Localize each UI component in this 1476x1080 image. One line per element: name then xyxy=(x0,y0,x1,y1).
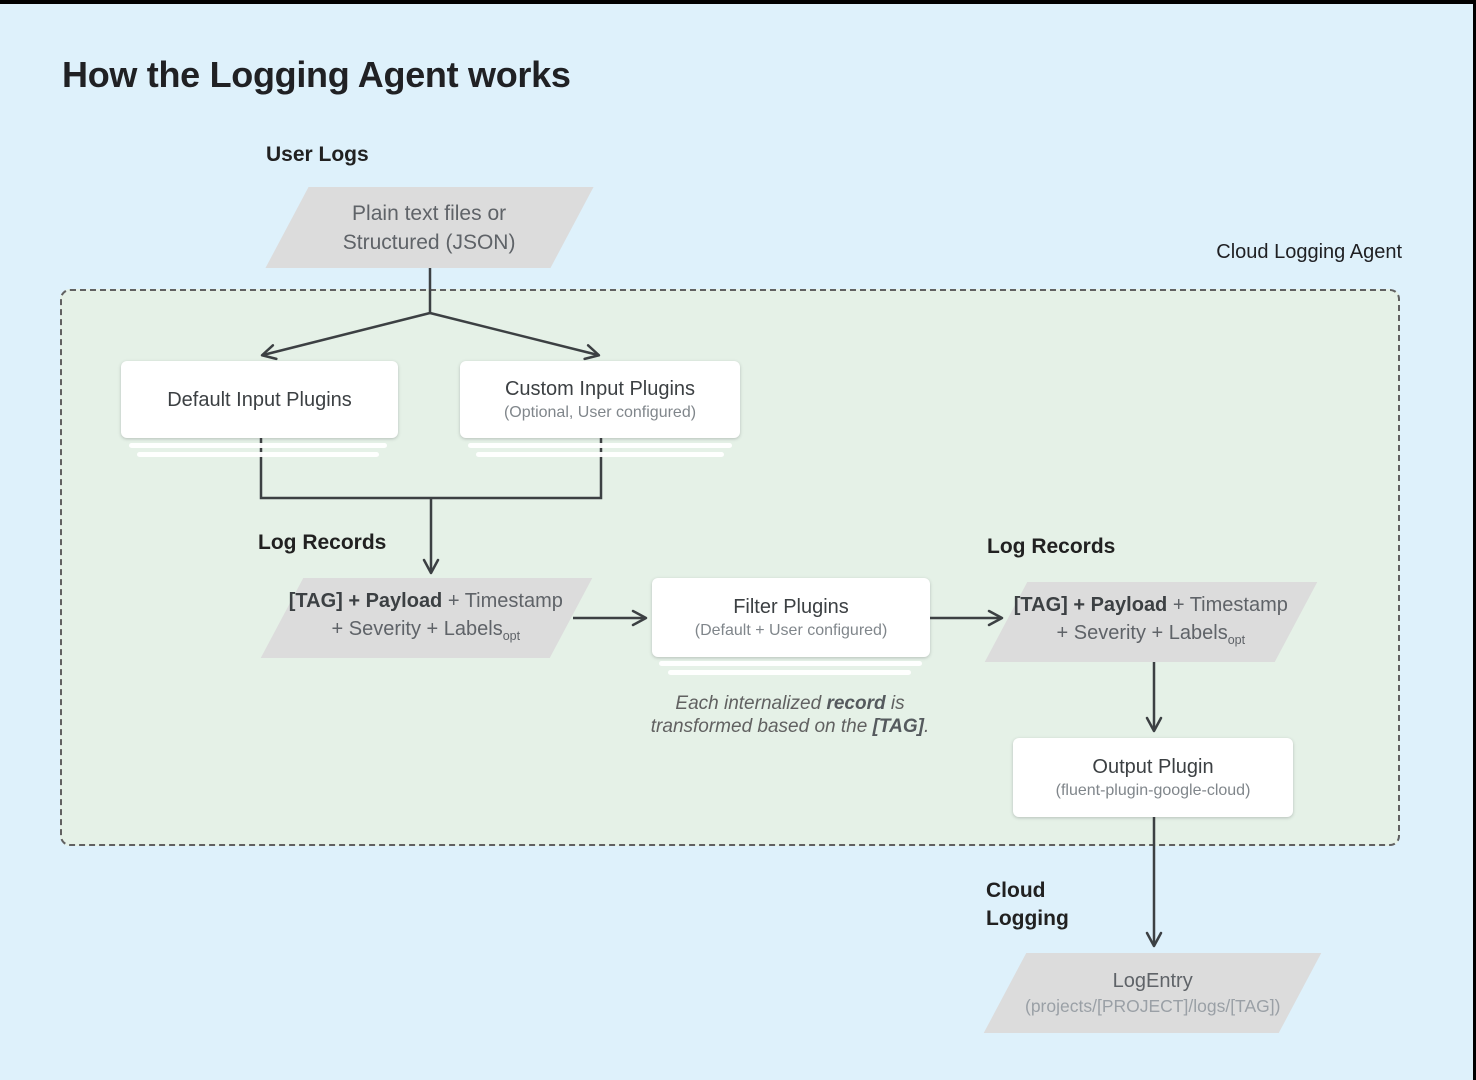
custom-input-subtitle: (Optional, User configured) xyxy=(503,403,697,421)
stack-line xyxy=(659,661,922,666)
shape-log-entry: LogEntry (projects/[PROJECT]/logs/[TAG]) xyxy=(983,953,1322,1033)
log-record-timestamp: + Timestamp xyxy=(442,589,564,612)
shape-user-logs-input: Plain text files or Structured (JSON) xyxy=(265,187,594,268)
node-default-input-plugins: Default Input Plugins xyxy=(121,361,398,438)
user-input-line2: Structured (JSON) xyxy=(343,230,516,254)
node-output-plugin: Output Plugin (fluent-plugin-google-clou… xyxy=(1013,738,1293,817)
filter-note-line2: transformed based on the [TAG]. xyxy=(615,715,965,738)
log-record-opt-subscript: opt xyxy=(1227,632,1246,647)
shape-log-record-left: [TAG] + Payload + Timestamp + Severity +… xyxy=(260,578,593,658)
note-text: Each internalized xyxy=(675,693,827,714)
label-cloud-logging-agent: Cloud Logging Agent xyxy=(1216,241,1402,263)
default-input-title: Default Input Plugins xyxy=(167,388,352,411)
cloud-logging-line1: Cloud xyxy=(986,879,1046,902)
shape-log-record-right: [TAG] + Payload + Timestamp + Severity +… xyxy=(984,582,1318,662)
log-record-tag-payload: [TAG] + Payload xyxy=(1013,593,1168,616)
filter-subtitle: (Default + User configured) xyxy=(694,621,888,639)
stack-line xyxy=(468,443,732,448)
note-text: . xyxy=(923,716,930,737)
note-bold-record: record xyxy=(826,693,886,714)
page-title: How the Logging Agent works xyxy=(62,54,571,95)
log-entry-title: LogEntry xyxy=(1112,970,1193,992)
screen-edge-top xyxy=(0,0,1476,4)
wire-to-default-input xyxy=(260,311,431,361)
filter-note: Each internalized record is transformed … xyxy=(615,692,965,738)
log-record-line2: + Severity + Labelsopt xyxy=(289,615,563,650)
log-record-tag-payload: [TAG] + Payload xyxy=(289,589,443,612)
stack-line xyxy=(476,452,724,457)
note-text: transformed based on the xyxy=(650,716,873,737)
wire-to-custom-input xyxy=(429,311,601,361)
note-bold-tag: [TAG] xyxy=(872,716,924,737)
stack-line xyxy=(137,452,379,457)
screen-edge-right xyxy=(1473,0,1476,1080)
label-user-logs: User Logs xyxy=(266,143,369,166)
custom-input-title: Custom Input Plugins xyxy=(504,377,696,400)
log-entry-subtitle: (projects/[PROJECT]/logs/[TAG]) xyxy=(1024,996,1281,1016)
log-record-severity: + Severity + Labels xyxy=(1056,621,1228,644)
log-record-line2: + Severity + Labelsopt xyxy=(1014,619,1288,654)
log-record-opt-subscript: opt xyxy=(503,628,521,643)
node-filter-plugins: Filter Plugins (Default + User configure… xyxy=(652,578,930,657)
stack-line xyxy=(129,443,387,448)
label-log-records-left: Log Records xyxy=(258,531,387,554)
stack-line xyxy=(668,670,911,675)
log-record-severity: + Severity + Labels xyxy=(332,617,504,640)
label-cloud-logging: Cloud Logging xyxy=(986,877,1069,933)
log-record-line1: [TAG] + Payload + Timestamp xyxy=(1014,591,1288,619)
note-text: is xyxy=(885,693,905,714)
filter-note-line1: Each internalized record is xyxy=(615,692,965,715)
filter-title: Filter Plugins xyxy=(733,595,849,618)
cloud-logging-line2: Logging xyxy=(986,907,1069,930)
output-subtitle: (fluent-plugin-google-cloud) xyxy=(1055,781,1251,799)
output-title: Output Plugin xyxy=(1092,755,1214,778)
node-custom-input-plugins: Custom Input Plugins (Optional, User con… xyxy=(460,361,740,438)
user-input-line1: Plain text files or xyxy=(352,201,507,225)
log-record-line1: [TAG] + Payload + Timestamp xyxy=(289,587,563,615)
log-record-timestamp: + Timestamp xyxy=(1167,593,1289,616)
label-log-records-right: Log Records xyxy=(987,535,1116,558)
